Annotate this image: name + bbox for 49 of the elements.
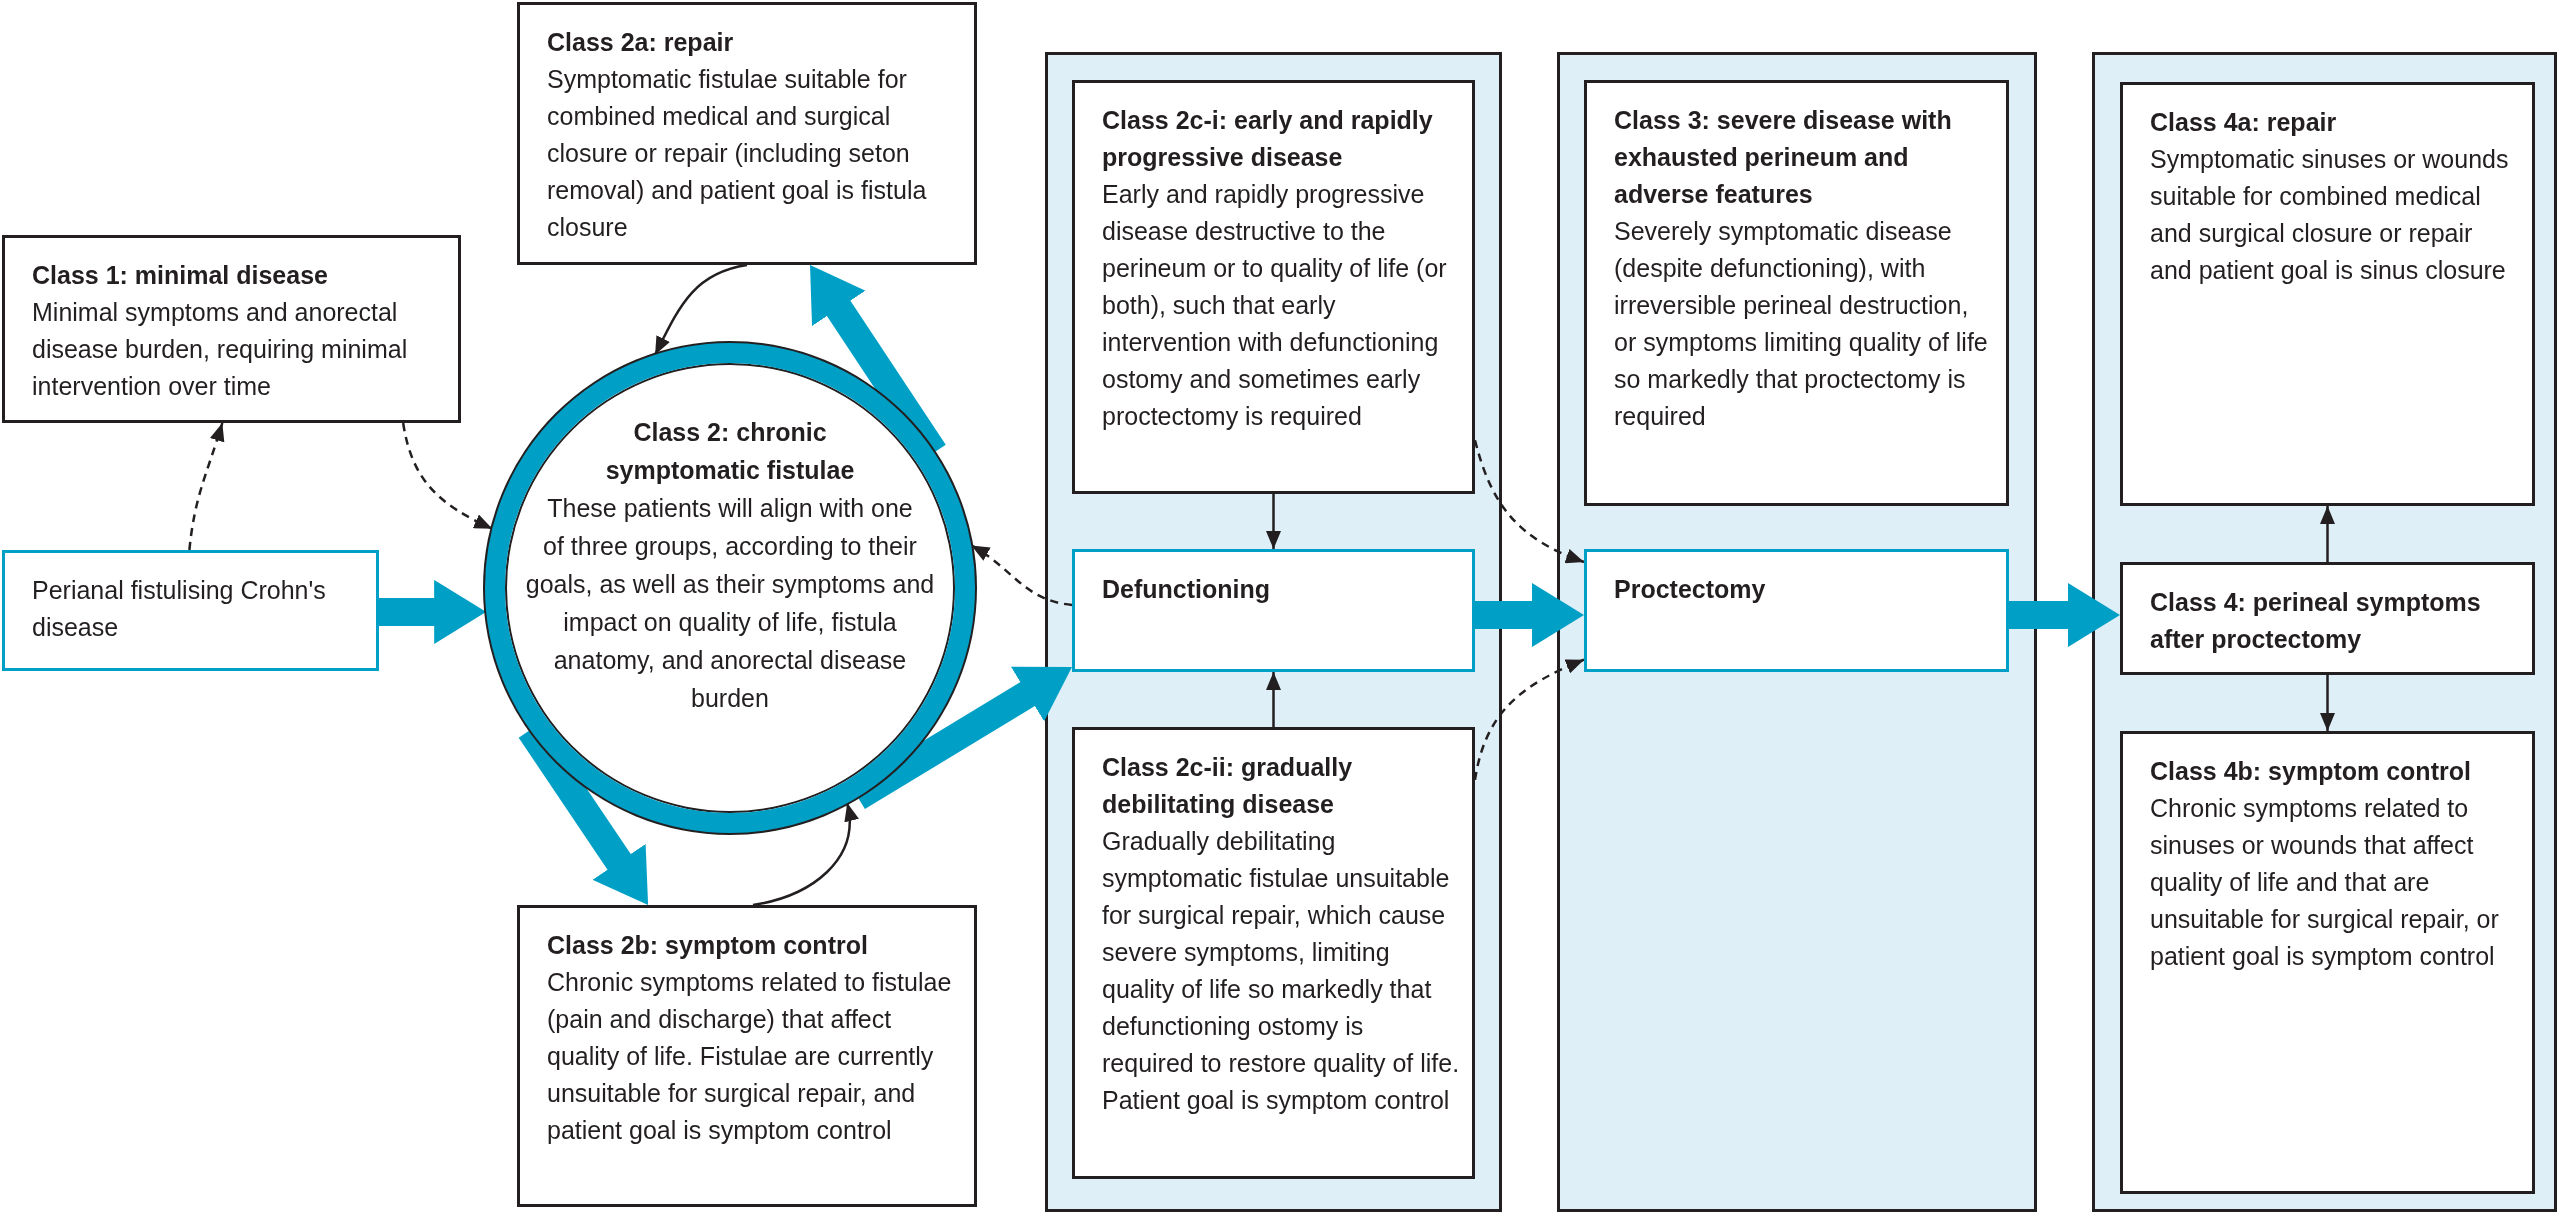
box-description: Symptomatic fistulae suitable for combined medical and surgical closure or repair (including seton removal) and patient goal is fistula closure <box>547 64 928 243</box>
class-box <box>2120 562 2535 675</box>
stage-panel <box>1045 52 1502 1212</box>
box-description: Chronic symptoms related to sinuses or wounds that affect quality of life and that are unsuitable for surgical repair, or patient goal is symptom control <box>2150 793 2500 972</box>
arrow <box>1266 672 1281 727</box>
arrow <box>2320 506 2335 562</box>
flow-arrow <box>379 579 487 644</box>
circle-heading: Class 2: chronic symptomatic fistulae <box>604 417 856 486</box>
class-box <box>1584 80 2009 506</box>
box-heading: Class 4a: repair <box>2150 107 2338 138</box>
box-heading: Class 1: minimal disease <box>32 260 329 291</box>
class-box <box>2120 731 2535 1194</box>
box-heading: Class 4b: symptom control <box>2150 756 2472 787</box>
box-label: Class 4: perineal symptoms after proctectomy <box>2150 587 2482 655</box>
box-label: Proctectomy <box>1614 574 1767 605</box>
arrow <box>752 802 858 907</box>
box-description: Severely symptomatic disease (despite defunctioning), with irreversible perineal destruction, or symptoms limiting quality of life so markedly that proctectomy is required <box>1614 216 1989 432</box>
arrow <box>1266 494 1281 549</box>
dashed-arrow <box>1473 658 1585 781</box>
class-box <box>2 235 461 423</box>
box-label: Perianal fistulising Crohn's disease <box>32 575 327 643</box>
circle-description: These patients will align with one of three groups, according to their goals, as well as their symptoms and impact on quality of life, fistula anatomy, and anorectal disease burden <box>524 493 936 714</box>
box-heading: Class 2b: symptom control <box>547 930 869 961</box>
class-box <box>2120 82 2535 506</box>
class-box <box>517 2 977 265</box>
box-description: Gradually debilitating symptomatic fistulae unsuitable for surgical repair, which cause severe symptoms, limiting quality of life so markedly that defunctioning ostomy is required to restore quality of life. Patient goal is symptom control <box>1102 826 1460 1116</box>
box-description: Symptomatic sinuses or wounds suitable for combined medical and surgical closure or repair and patient goal is sinus closure <box>2150 144 2510 286</box>
class-box <box>1072 80 1475 494</box>
box-heading: Class 3: severe disease with exhausted perineum and adverse features <box>1614 105 1953 210</box>
box-heading: Class 2c-i: early and rapidly progressive disease <box>1102 105 1434 173</box>
class-box <box>1072 727 1475 1179</box>
box-description: Early and rapidly progressive disease destructive to the perineum or to quality of life (or both), such that early intervention with defunctioning ostomy and sometimes early proctectomy is required <box>1102 179 1448 432</box>
box-heading: Class 2a: repair <box>547 27 735 58</box>
stage-panel <box>1557 52 2037 1212</box>
arrow <box>2320 675 2335 731</box>
flow-arrow <box>1475 583 1584 648</box>
step-box <box>1072 549 1475 672</box>
box-heading: Class 2c-ii: gradually debilitating disease <box>1102 752 1354 820</box>
box-label: Defunctioning <box>1102 574 1272 605</box>
dashed-arrow <box>1473 439 1585 564</box>
box-description: Chronic symptoms related to fistulae (pain and discharge) that affect quality of life. Fistulae are currently unsuitable for surgical repair, and patient goal is symptom control <box>547 967 953 1146</box>
step-box <box>1584 549 2009 672</box>
class-box <box>517 905 977 1207</box>
flow-arrow <box>2009 583 2120 647</box>
dashed-arrow <box>401 422 493 530</box>
step-box <box>2 550 379 671</box>
stage-panel <box>2092 52 2557 1212</box>
dashed-arrow <box>188 422 225 551</box>
box-description: Minimal symptoms and anorectal disease burden, requiring minimal intervention over time <box>32 297 409 402</box>
